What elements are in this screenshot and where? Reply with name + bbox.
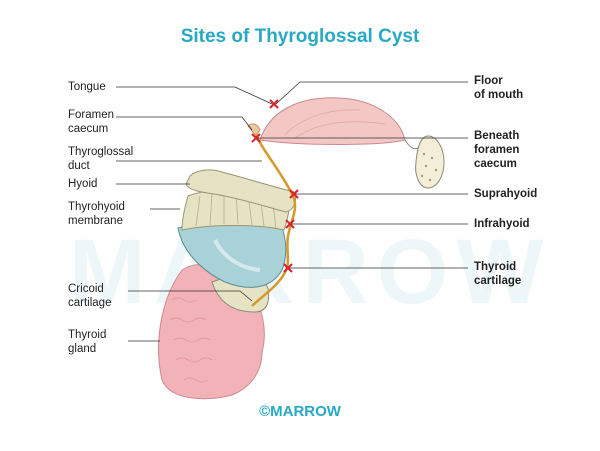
label-thyroglossal-duct: Thyroglossal duct xyxy=(68,146,134,172)
label-floor-of-mouth: Floor of mouth xyxy=(474,75,524,101)
label-foramen-caecum: Foramen caecum xyxy=(68,109,115,135)
thyroid-gland-texture xyxy=(169,297,213,383)
tongue-shape xyxy=(259,97,406,145)
label-thyrohyoid-membrane: Thyrohyoid membrane xyxy=(68,201,125,227)
label-beneath-foramen-caecum: Beneath foramen caecum xyxy=(474,130,520,170)
cyst-stalk xyxy=(404,139,419,150)
tongue-ridges xyxy=(284,109,386,139)
marker-infrahyoid xyxy=(285,219,295,229)
label-thyroid-gland: Thyroid gland xyxy=(68,329,107,355)
label-hyoid: Hyoid xyxy=(68,178,98,190)
cyst-shape xyxy=(415,135,445,189)
cyst-dots xyxy=(420,152,438,182)
label-infrahyoid: Infrahyoid xyxy=(474,218,530,230)
right-leader-lines xyxy=(256,81,468,269)
label-tongue: Tongue xyxy=(68,81,106,93)
leader-foramen-caecum xyxy=(116,116,253,131)
leader-floor-of-mouth xyxy=(275,81,468,105)
footer-copyright: ©MARROW xyxy=(259,403,341,420)
membrane-striations xyxy=(195,192,277,229)
label-cricoid-cartilage: Cricoid cartilage xyxy=(68,283,112,309)
diagram-title: Sites of Thyroglossal Cyst xyxy=(180,26,420,47)
marker-suprahyoid xyxy=(289,189,299,199)
marker-beneath-foramen xyxy=(251,133,261,143)
site-markers xyxy=(251,99,299,273)
left-leader-lines xyxy=(116,86,273,342)
label-thyroid-cartilage: Thyroid cartilage xyxy=(474,261,522,287)
thyroid-cartilage-highlight xyxy=(213,239,261,272)
watermark: MARROW xyxy=(68,221,552,323)
leader-cricoid xyxy=(128,290,253,302)
thyroglossal-duct-path xyxy=(251,133,297,307)
foramen-caecum-notch xyxy=(247,123,261,137)
leader-tongue xyxy=(116,86,273,105)
label-suprahyoid: Suprahyoid xyxy=(474,188,538,200)
marker-thyroid-cartilage xyxy=(283,263,293,273)
marker-floor-of-mouth xyxy=(269,99,279,109)
